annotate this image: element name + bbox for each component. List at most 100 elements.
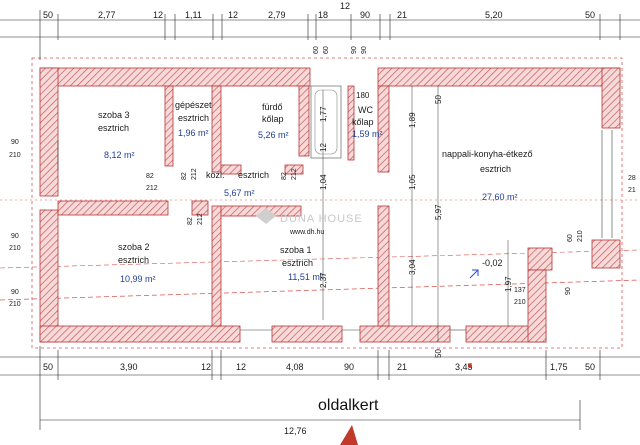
svg-text:210: 210 <box>514 299 526 306</box>
svg-text:közl.: közl. <box>206 170 225 180</box>
svg-text:82: 82 <box>281 172 288 180</box>
svg-text:esztrich: esztrich <box>118 255 149 265</box>
windows <box>57 130 613 331</box>
dim-label: 50 <box>585 10 595 20</box>
svg-text:www.dh.hu: www.dh.hu <box>289 229 324 236</box>
dim-label: 1,11 <box>185 10 202 20</box>
svg-text:szoba 3: szoba 3 <box>98 110 130 120</box>
room-kozl: közl. esztrich 5,67 m² <box>206 170 269 198</box>
svg-text:50: 50 <box>434 95 443 104</box>
svg-text:90: 90 <box>11 289 19 296</box>
svg-text:1,96 m²: 1,96 m² <box>178 128 209 138</box>
svg-text:-0,02: -0,02 <box>482 258 503 268</box>
svg-text:60: 60 <box>323 46 330 54</box>
interior-dimensions: 180 1,77 12 1,04 2,37 1,89 1,05 3,04 5,9… <box>319 91 572 358</box>
walls <box>39 67 621 343</box>
dim-label: 12 <box>340 1 350 11</box>
yard-label: oldalkert <box>318 397 379 414</box>
svg-text:1,89: 1,89 <box>408 112 417 128</box>
svg-text:fürdő: fürdő <box>262 102 283 112</box>
watermark: DUNA HOUSE www.dh.hu <box>256 208 363 236</box>
svg-text:1,04: 1,04 <box>319 174 328 190</box>
svg-text:5,67 m²: 5,67 m² <box>224 188 255 198</box>
svg-text:180: 180 <box>356 91 370 100</box>
total-width: 12,76 <box>284 426 307 436</box>
svg-text:5,97: 5,97 <box>434 204 443 220</box>
svg-text:10,99 m²: 10,99 m² <box>120 274 156 284</box>
svg-text:212: 212 <box>191 168 198 180</box>
svg-text:90: 90 <box>565 287 572 295</box>
dim-label: 90 <box>360 10 370 20</box>
svg-text:esztrich: esztrich <box>238 170 269 180</box>
dim-label: 18 <box>318 10 328 20</box>
svg-text:60: 60 <box>313 46 320 54</box>
interior-dim-lines <box>322 86 509 342</box>
svg-text:82: 82 <box>181 172 188 180</box>
svg-text:DUNA HOUSE: DUNA HOUSE <box>280 213 363 225</box>
svg-text:3,04: 3,04 <box>408 259 417 275</box>
svg-text:212: 212 <box>291 168 298 180</box>
svg-text:esztrich: esztrich <box>98 123 129 133</box>
bottom-dimension-lines <box>0 346 640 430</box>
room-wc: WC kőlap 1,59 m² <box>352 105 383 139</box>
top-dimensions: 50 2,77 12 1,11 12 2,79 18 90 21 5,20 50… <box>43 1 595 20</box>
room-nappali: nappali-konyha-étkező esztrich 27,60 m² <box>442 149 533 202</box>
svg-text:szoba 2: szoba 2 <box>118 242 150 252</box>
dim-label: 21 <box>397 10 407 20</box>
left-side-dims: 90 210 90 210 90 210 <box>9 139 21 308</box>
svg-text:210: 210 <box>9 245 21 252</box>
svg-text:12: 12 <box>201 362 211 372</box>
svg-text:210: 210 <box>9 301 21 308</box>
svg-text:gépészet: gépészet <box>175 100 212 110</box>
bathtub <box>310 85 342 159</box>
red-marker <box>340 425 358 445</box>
svg-text:esztrich: esztrich <box>178 113 209 123</box>
watermark-logo-icon <box>256 208 276 224</box>
svg-text:50: 50 <box>434 349 443 358</box>
dim-label: 2,79 <box>268 10 286 20</box>
bathtub-inner <box>314 89 338 155</box>
svg-text:137: 137 <box>514 287 526 294</box>
svg-text:12: 12 <box>236 362 246 372</box>
svg-text:kőlap: kőlap <box>352 117 374 127</box>
svg-text:11,51 m²: 11,51 m² <box>288 272 323 282</box>
svg-text:1,97: 1,97 <box>504 276 513 292</box>
svg-text:kőlap: kőlap <box>262 114 284 124</box>
svg-text:210: 210 <box>9 152 21 159</box>
svg-text:4,08: 4,08 <box>286 362 304 372</box>
svg-text:12: 12 <box>319 143 328 152</box>
svg-text:szoba 1: szoba 1 <box>280 245 312 255</box>
svg-text:1,77: 1,77 <box>319 106 328 122</box>
svg-text:50: 50 <box>585 362 595 372</box>
svg-text:3,45: 3,45 <box>455 362 473 372</box>
svg-text:28: 28 <box>628 175 636 182</box>
svg-text:60: 60 <box>567 234 574 242</box>
svg-text:nappali-konyha-étkező: nappali-konyha-étkező <box>442 149 533 159</box>
svg-text:212: 212 <box>197 213 204 225</box>
dim-label: 2,77 <box>98 10 116 20</box>
lot-boundary <box>31 57 623 349</box>
room-gepeszet: gépészet esztrich 1,96 m² <box>175 100 212 138</box>
svg-text:90: 90 <box>344 362 354 372</box>
dim-label: 5,20 <box>485 10 503 20</box>
svg-text:1,59 m²: 1,59 m² <box>352 129 383 139</box>
dim-label: 50 <box>43 10 53 20</box>
top-dimension-lines <box>0 10 640 60</box>
svg-text:8,12 m²: 8,12 m² <box>104 150 135 160</box>
svg-text:2,37: 2,37 <box>319 272 328 288</box>
svg-text:82: 82 <box>187 217 194 225</box>
svg-text:210: 210 <box>577 230 584 242</box>
svg-text:90: 90 <box>351 46 358 54</box>
svg-text:1,75: 1,75 <box>550 362 568 372</box>
right-side-dims: 28 21 <box>628 175 636 194</box>
svg-text:1,05: 1,05 <box>408 174 417 190</box>
svg-text:90: 90 <box>361 46 368 54</box>
room-szoba-2: szoba 2 esztrich 10,99 m² <box>118 242 156 284</box>
stairs-arrow-icon <box>469 269 479 279</box>
dim-label: 12 <box>153 10 163 20</box>
svg-text:5,26 m²: 5,26 m² <box>258 130 289 140</box>
svg-text:21: 21 <box>628 187 636 194</box>
svg-text:50: 50 <box>43 362 53 372</box>
room-furdo: fürdő kőlap 5,26 m² <box>258 102 289 140</box>
